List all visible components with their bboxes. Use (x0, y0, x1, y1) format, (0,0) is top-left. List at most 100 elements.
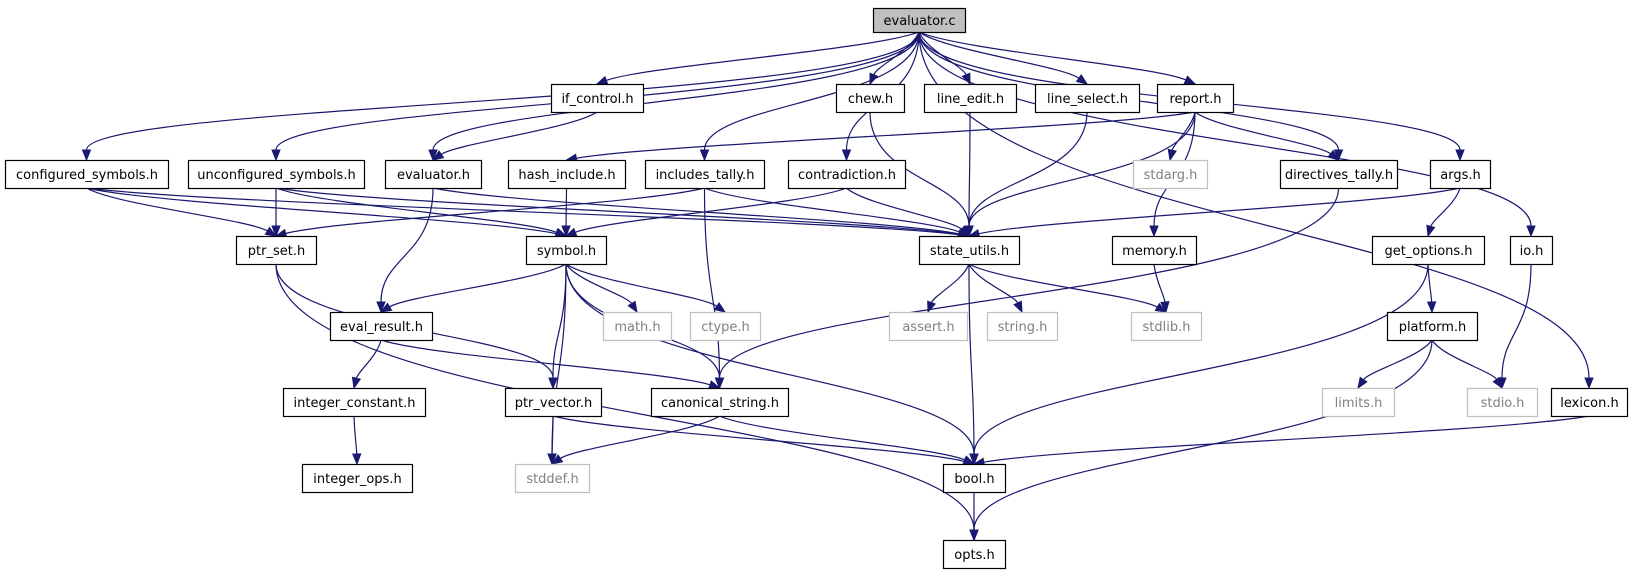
node-evaluator-h[interactable]: evaluator.h (384, 159, 483, 190)
node-if-control-h[interactable]: if_control.h (550, 83, 645, 114)
edge-arrowhead (550, 454, 564, 465)
edge-line (973, 263, 1429, 455)
edge-line (968, 263, 1019, 304)
node-args-h[interactable]: args.h (1429, 159, 1492, 190)
node-box (689, 311, 762, 342)
edge-line (703, 187, 721, 379)
edge-state_utils_h-to-assert_h (927, 263, 970, 314)
node-stdarg-h: stdarg.h (1132, 159, 1209, 190)
node-box (1321, 387, 1396, 418)
edge-line (565, 263, 718, 307)
node-label: evaluator.c (884, 14, 956, 29)
node-box (602, 311, 673, 342)
edge-unconfigured_symbols_h-to-ptr_set_h (271, 188, 281, 238)
node-symbol-h[interactable]: symbol.h (525, 235, 608, 266)
edge-arrowhead (547, 453, 557, 466)
node-label: line_select.h (1047, 92, 1128, 107)
node-label: get_options.h (1384, 244, 1472, 259)
node-label: symbol.h (537, 244, 596, 259)
node-box (1279, 159, 1399, 190)
node-canonical-string-h[interactable]: canonical_string.h (650, 387, 790, 418)
edge-arrowhead (1154, 302, 1168, 313)
edge-line (719, 415, 966, 461)
edge-symbol_h-to-bool_h (565, 263, 979, 466)
node-label: io.h (1520, 244, 1544, 259)
node-ptr-vector-h[interactable]: ptr_vector.h (504, 387, 603, 418)
edge-symbol_h-to-eval_result_h (379, 263, 567, 313)
edge-line (968, 263, 1158, 308)
node-state-utils-h[interactable]: state_utils.h (918, 235, 1021, 266)
node-chew-h[interactable]: chew.h (835, 83, 906, 114)
node-platform-h[interactable]: platform.h (1386, 311, 1479, 342)
node-label: report.h (1169, 92, 1221, 107)
node-get-options-h[interactable]: get_options.h (1371, 235, 1486, 266)
node-hash-include-h[interactable]: hash_include.h (507, 159, 627, 190)
edge-arrowhead (1426, 301, 1437, 314)
edge-line (968, 263, 975, 455)
node-box (514, 463, 591, 494)
node-evaluator-c[interactable]: evaluator.c (872, 7, 967, 34)
edge-line (846, 187, 963, 230)
node-report-h[interactable]: report.h (1156, 83, 1235, 114)
edge-line (355, 339, 382, 379)
node-configured-symbols-h[interactable]: configured_symbols.h (4, 159, 170, 190)
node-bool-h[interactable]: bool.h (942, 463, 1007, 494)
edge-line (565, 263, 633, 304)
node-label: stddef.h (526, 472, 578, 487)
edge-line (918, 31, 1187, 81)
edge-line (380, 187, 434, 303)
edge-platform_h-to-limits_h (1357, 339, 1433, 390)
node-ctype-h: ctype.h (689, 311, 762, 342)
edge-arrowhead (962, 455, 976, 465)
edge-line (86, 187, 268, 232)
node-label: directives_tally.h (1285, 168, 1393, 183)
node-unconfigured-symbols-h[interactable]: unconfigured_symbols.h (187, 159, 366, 190)
node-io-h[interactable]: io.h (1509, 235, 1554, 266)
edge-eval_result_h-to-integer_constant_h (351, 339, 382, 390)
node-line-select-h[interactable]: line_select.h (1034, 83, 1141, 114)
edge-arrowhead (714, 377, 725, 390)
node-directives-tally-h[interactable]: directives_tally.h (1279, 159, 1399, 190)
node-lexicon-h[interactable]: lexicon.h (1550, 387, 1629, 418)
node-stdio-h: stdio.h (1466, 387, 1539, 418)
node-box (1034, 83, 1141, 114)
node-includes-tally-h[interactable]: includes_tally.h (644, 159, 766, 190)
node-label: state_utils.h (930, 244, 1009, 259)
edge-arrowhead (1327, 149, 1340, 161)
node-integer-ops-h[interactable]: integer_ops.h (301, 463, 414, 494)
node-box (986, 311, 1059, 342)
edge-line (1171, 111, 1196, 151)
node-box (1509, 235, 1554, 266)
edge-hash_include_h-to-symbol_h (561, 187, 571, 238)
edge-symbol_h-to-ctype_h (565, 263, 727, 313)
edge-line (1501, 263, 1532, 379)
edge-bool_h-to-opts_h (969, 491, 979, 542)
edge-arrowhead (264, 226, 278, 237)
node-box (507, 159, 627, 190)
edge-memory_h-to-stdlib_h (1153, 263, 1170, 314)
node-box (235, 235, 318, 266)
node-memory-h[interactable]: memory.h (1111, 235, 1198, 266)
edge-arrowhead (561, 225, 571, 238)
node-contradiction-h[interactable]: contradiction.h (787, 159, 907, 190)
node-line-edit-h[interactable]: line_edit.h (923, 83, 1018, 114)
node-label: hash_include.h (518, 168, 615, 183)
node-opts-h[interactable]: opts.h (942, 539, 1007, 570)
edge-line (918, 31, 967, 76)
edge-line (873, 31, 920, 76)
edge-line (978, 187, 1461, 235)
node-label: assert.h (902, 320, 954, 335)
node-integer-constant-h[interactable]: integer_constant.h (282, 387, 427, 418)
node-box (942, 539, 1007, 570)
node-eval-result-h[interactable]: eval_result.h (329, 311, 434, 342)
edge-arrowhead (379, 302, 393, 313)
edge-line (1153, 263, 1166, 303)
node-box (187, 159, 366, 190)
edge-line (86, 187, 557, 235)
edge-line (285, 187, 705, 235)
edge-arrowhead (699, 149, 710, 162)
node-ptr-set-h[interactable]: ptr_set.h (235, 235, 318, 266)
edge-report_h-to-stdarg_h (1167, 111, 1196, 162)
node-label: memory.h (1122, 244, 1187, 259)
edge-canonical_string_h-to-bool_h (719, 415, 976, 465)
